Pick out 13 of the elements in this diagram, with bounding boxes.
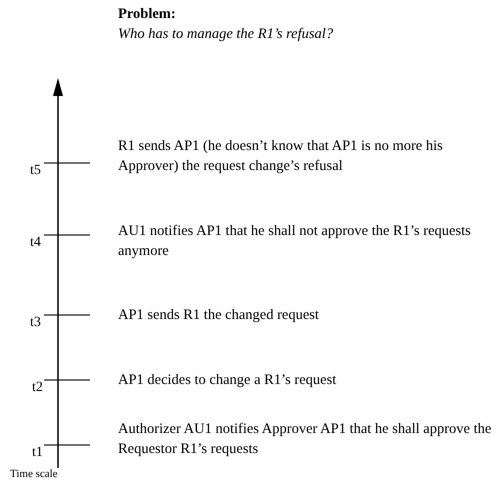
tick-label: t1 bbox=[32, 444, 43, 462]
event-text: AU1 notifies AP1 that he shall not approve the R1’s requests anymore bbox=[118, 222, 472, 261]
tick-label: t5 bbox=[30, 162, 41, 180]
event-text: AP1 sends R1 the changed request bbox=[118, 306, 320, 325]
event-text: R1 sends AP1 (he doesn’t know that AP1 is no more his Approver) the request change’s refusal bbox=[118, 137, 444, 176]
tick-label: t4 bbox=[30, 234, 41, 252]
heading: Problem: bbox=[118, 5, 176, 24]
axis-label: Time scale bbox=[10, 467, 58, 481]
problem-question: Who has to manage the R1’s refusal? bbox=[118, 25, 334, 44]
tick-label: t3 bbox=[30, 314, 41, 332]
event-text: AP1 decides to change a R1’s request bbox=[118, 371, 338, 390]
event-text: Authorizer AU1 notifies Approver AP1 that he shall approve the Requestor R1’s requests bbox=[118, 420, 492, 459]
tick-label: t2 bbox=[32, 379, 43, 397]
